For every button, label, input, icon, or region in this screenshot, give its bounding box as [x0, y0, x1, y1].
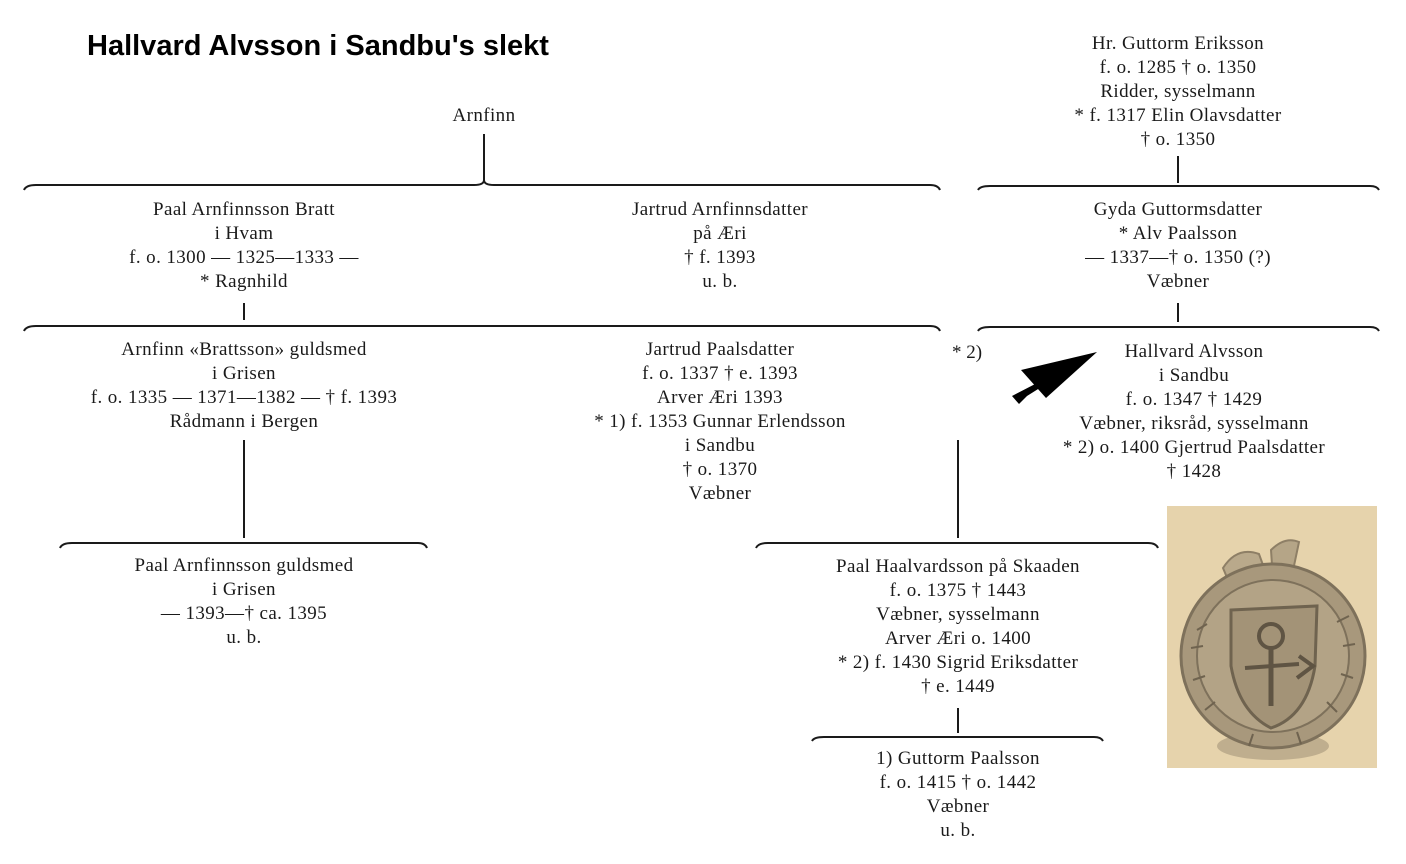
node-line: Paal Arnfinnsson guldsmed: [134, 555, 354, 576]
node-line: f. o. 1375 † 1443: [889, 580, 1027, 601]
node-line: i Grisen: [212, 579, 276, 600]
node-line: Paal Haalvardsson på Skaaden: [836, 556, 1080, 577]
node-paal-bratt: Paal Arnfinnsson Bratt i Hvam f. o. 1300…: [74, 198, 414, 294]
bracket-arnfinn-children: [23, 179, 941, 191]
node-line: Jartrud Arnfinnsdatter: [631, 199, 809, 220]
bracket-gyda-children: [977, 326, 1380, 332]
arrow-head: [1021, 352, 1097, 398]
bracket-guttorm-children: [977, 185, 1380, 191]
seal-image: [1167, 506, 1377, 768]
node-line: Hr. Guttorm Eriksson: [1091, 33, 1265, 54]
node-line: * f. 1317 Elin Olavsdatter: [1074, 105, 1282, 126]
node-line: Arnfinn «Brattsson» guldsmed: [121, 339, 367, 360]
node-line: Arver Æri o. 1400: [884, 628, 1032, 649]
bracket-paal-bratt-children: [23, 325, 941, 332]
node-paal-guldsmed: Paal Arnfinnsson guldsmed i Grisen — 139…: [84, 554, 404, 650]
node-line: † e. 1449: [921, 676, 995, 697]
node-line: Hallvard Alvsson: [1124, 341, 1264, 362]
node-line: Jartrud Paalsdatter: [645, 339, 795, 360]
node-line: i Grisen: [212, 363, 276, 384]
node-jartrud-arnfinnsdatter: Jartrud Arnfinnsdatter på Æri † f. 1393 …: [570, 198, 870, 294]
node-line: u. b.: [702, 271, 738, 292]
node-line: f. o. 1347 † 1429: [1125, 389, 1263, 410]
node-line: — 1337—† o. 1350 (?): [1085, 247, 1271, 268]
node-line: Arnfinn: [452, 105, 516, 126]
node-gyda: Gyda Guttormsdatter * Alv Paalsson — 133…: [1048, 198, 1308, 294]
node-line: * 2) f. 1430 Sigrid Eriksdatter: [837, 652, 1079, 673]
node-hallvard-alvsson: Hallvard Alvsson i Sandbu f. o. 1347 † 1…: [1014, 340, 1374, 484]
node-line: f. o. 1335 — 1371—1382 — † f. 1393: [90, 387, 398, 408]
node-line: Paal Arnfinnsson Bratt: [153, 199, 335, 220]
node-line: Rådmann i Bergen: [169, 411, 319, 432]
node-line: f. o. 1300 — 1325—1333 —: [129, 247, 359, 268]
node-line: u. b.: [226, 627, 262, 648]
node-line: 1) Guttorm Paalsson: [876, 748, 1040, 769]
node-line: † 1428: [1166, 461, 1222, 482]
seal-icon: [1167, 506, 1377, 768]
chart-title: Hallvard Alvsson i Sandbu's slekt: [87, 30, 549, 62]
node-guttorm-paalsson: 1) Guttorm Paalsson f. o. 1415 † o. 1442…: [818, 747, 1098, 843]
bracket-arnfinn-brattsson-children: [59, 542, 428, 549]
node-line: Arver Æri 1393: [657, 387, 783, 408]
node-line: Væbner: [688, 483, 752, 504]
node-guttorm-eriksson: Hr. Guttorm Eriksson f. o. 1285 † o. 135…: [1028, 32, 1328, 152]
node-line: * Alv Paalsson: [1118, 223, 1238, 244]
node-paal-haalvardsson: Paal Haalvardsson på Skaaden f. o. 1375 …: [788, 555, 1128, 699]
node-line: f. o. 1285 † o. 1350: [1099, 57, 1257, 78]
node-line: Gyda Guttormsdatter: [1093, 199, 1263, 220]
node-jartrud-paalsdatter: Jartrud Paalsdatter f. o. 1337 † e. 1393…: [540, 338, 900, 506]
node-line: på Æri: [693, 223, 747, 244]
node-arnfinn-brattsson: Arnfinn «Brattsson» guldsmed i Grisen f.…: [14, 338, 474, 434]
node-line: — 1393—† ca. 1395: [160, 603, 328, 624]
node-line: i Sandbu: [1158, 365, 1230, 386]
node-line: † o. 1370: [682, 459, 758, 480]
node-line: * 2) o. 1400 Gjertrud Paalsdatter: [1062, 437, 1326, 458]
node-line: f. o. 1415 † o. 1442: [879, 772, 1037, 793]
node-line: † f. 1393: [684, 247, 756, 268]
bracket-marriage-children: [755, 542, 1159, 549]
node-line: u. b.: [940, 820, 976, 841]
node-line: i Hvam: [214, 223, 274, 244]
node-line: Væbner, sysselmann: [876, 604, 1040, 625]
node-line: Væbner, riksråd, sysselmann: [1079, 413, 1309, 434]
node-line: * Ragnhild: [200, 271, 288, 292]
marriage-label: * 2): [952, 342, 983, 363]
bracket-paal-haalvardsson-children: [811, 736, 1104, 742]
node-line: f. o. 1337 † e. 1393: [642, 363, 798, 384]
node-line: † o. 1350: [1140, 129, 1216, 150]
node-arnfinn: Arnfinn: [404, 104, 564, 128]
node-line: Ridder, sysselmann: [1100, 81, 1256, 102]
node-line: i Sandbu: [684, 435, 756, 456]
node-line: Væbner: [1146, 271, 1210, 292]
node-line: * 1) f. 1353 Gunnar Erlendsson: [594, 411, 846, 432]
node-line: Væbner: [926, 796, 990, 817]
